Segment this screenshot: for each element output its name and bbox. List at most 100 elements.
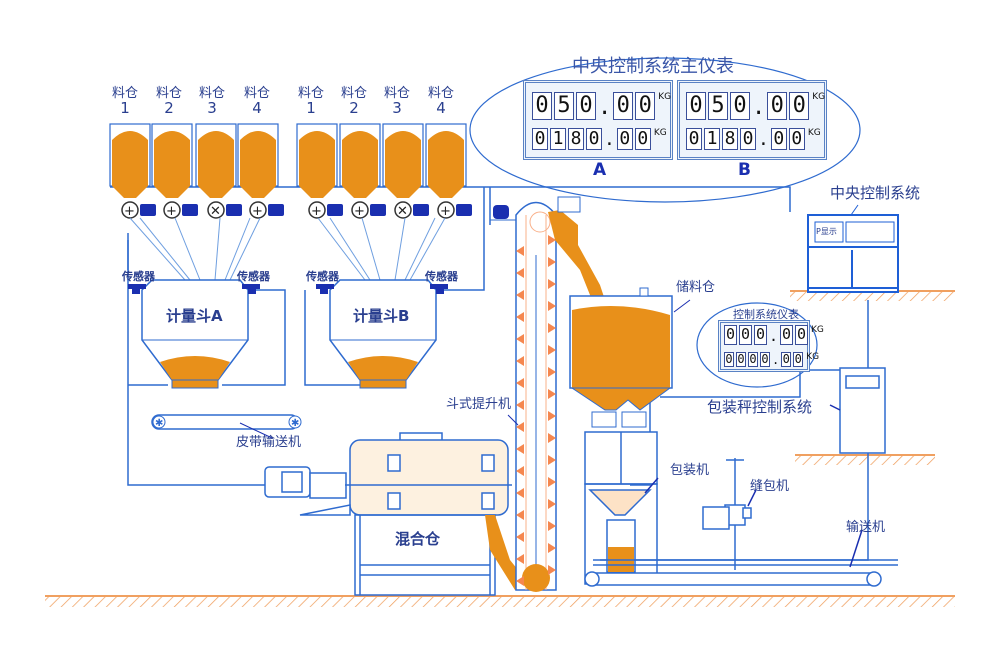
unit-label: KG — [811, 325, 824, 335]
bucket — [516, 488, 524, 498]
valve-open-icon — [437, 201, 455, 219]
conveyor-label: 输送机 — [846, 520, 886, 535]
sensor-label: 传感器 — [306, 270, 339, 283]
svg-text:+: + — [311, 204, 322, 219]
decimal-point: . — [772, 353, 780, 367]
bucket — [516, 510, 524, 520]
svg-text:✕: ✕ — [397, 204, 408, 219]
svg-text:✱: ✱ — [155, 418, 163, 429]
bucket — [516, 312, 524, 322]
meter-a-label: A — [593, 160, 607, 180]
digit: 1 — [550, 128, 566, 150]
silo: ✕ — [382, 123, 429, 219]
digit: 0 — [793, 352, 804, 367]
decimal-point: . — [604, 129, 615, 150]
bucket — [516, 466, 524, 476]
decimal-point: . — [752, 95, 766, 120]
sensor-label: 传感器 — [122, 270, 155, 283]
output-conveyor — [584, 529, 898, 587]
svg-text:+: + — [166, 204, 177, 219]
bucket — [516, 576, 524, 586]
sensor-icons — [128, 284, 448, 294]
silo: + — [425, 123, 472, 219]
storage-bin — [569, 287, 691, 428]
motor-icon — [327, 204, 343, 216]
digit: 0 — [781, 352, 792, 367]
unit-label: KG — [807, 128, 821, 138]
decimal-point: . — [769, 327, 779, 345]
sewing-machine-label: 缝包机 — [750, 479, 790, 494]
central-control-label: 中央控制系统 — [830, 184, 921, 202]
packing-meter-bubble — [696, 302, 818, 388]
silo: + — [151, 123, 198, 219]
bucket — [548, 477, 556, 487]
belt-conveyor: ✱ ✱ — [151, 414, 302, 439]
bucket — [548, 411, 556, 421]
hopper-b-label: 计量斗B — [353, 307, 410, 325]
digit: 0 — [760, 352, 770, 367]
motor-icon — [413, 204, 429, 216]
bucket — [548, 389, 556, 399]
unit-label: KG — [806, 352, 820, 362]
svg-text:✕: ✕ — [210, 204, 221, 219]
silo: + — [339, 123, 386, 219]
svg-text:+: + — [124, 204, 135, 219]
packing-machine — [584, 431, 659, 585]
digit: 0 — [788, 128, 805, 150]
svg-text:✱: ✱ — [291, 418, 299, 429]
silo: + — [296, 123, 343, 219]
digit: 8 — [568, 128, 584, 150]
digit: 0 — [576, 92, 596, 120]
valve-open-icon — [249, 201, 267, 219]
bucket — [548, 433, 556, 443]
main-meter-title: 中央控制系统主仪表 — [572, 56, 734, 77]
bucket-elevator-label: 斗式提升机 — [446, 397, 512, 412]
motor-icon — [226, 204, 242, 216]
elevator-head — [557, 196, 581, 213]
central-control-cabinet — [807, 204, 899, 293]
svg-text:+: + — [252, 204, 263, 219]
bucket — [548, 499, 556, 509]
digit: 0 — [730, 92, 750, 120]
bucket — [516, 400, 524, 410]
digit: 0 — [634, 128, 651, 150]
digit: 1 — [704, 128, 720, 150]
belt-conveyor-label: 皮带输送机 — [236, 435, 302, 450]
sensor-label: 传感器 — [425, 270, 458, 283]
digit: 0 — [770, 128, 787, 150]
digit: 0 — [724, 352, 734, 367]
bucket — [516, 444, 524, 454]
sensor-label: 传感器 — [237, 270, 270, 283]
packing-control-cabinet — [829, 367, 886, 454]
digit: 0 — [740, 128, 756, 150]
digit: 0 — [635, 92, 656, 120]
unit-label: KG — [658, 92, 672, 102]
digit: 0 — [616, 128, 633, 150]
meter-b-label: B — [738, 160, 751, 180]
digit: 0 — [767, 92, 788, 120]
bucket — [548, 323, 556, 333]
digit: 0 — [780, 325, 794, 345]
mixer-label: 混合仓 — [395, 530, 441, 548]
bucket — [548, 455, 556, 465]
digit: 5 — [708, 92, 728, 120]
valve-open-icon — [351, 201, 369, 219]
silo: ✕ — [195, 123, 242, 219]
digit: 0 — [532, 92, 552, 120]
motor-icon — [140, 204, 156, 216]
unit-label: KG — [812, 92, 826, 102]
packing-control-label: 包装秤控制系统 — [707, 398, 813, 416]
elevator-discharge-chute — [548, 210, 605, 300]
packing-meter-title: 控制系统仪表 — [733, 308, 799, 321]
motor-icon — [370, 204, 386, 216]
digit: 0 — [754, 325, 767, 345]
digit: 0 — [686, 128, 702, 150]
bucket — [516, 334, 524, 344]
